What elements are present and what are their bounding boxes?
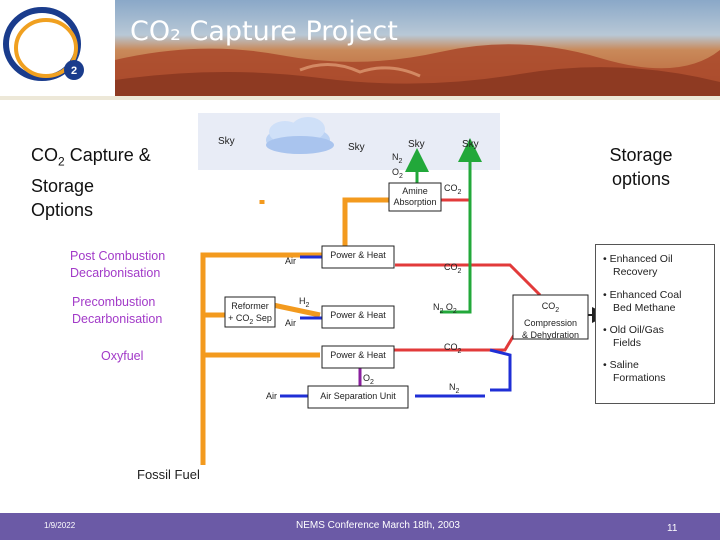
- reformer-box: [224, 296, 276, 328]
- header-title: CO₂ Capture Project: [130, 16, 398, 47]
- svg-text:2: 2: [71, 65, 77, 77]
- air-label: Air: [285, 318, 296, 328]
- n2-label: N2: [449, 382, 460, 395]
- left-title: CO2 Capture & Storage Options: [31, 145, 151, 220]
- power-heat-label: Power & Heat: [330, 310, 386, 320]
- co2-label: CO2: [444, 262, 462, 275]
- sky-label: Sky: [218, 136, 235, 147]
- desert-banner-image: [0, 0, 720, 100]
- reformer-label: Reformer + CO2 Sep: [228, 301, 272, 326]
- air-lines: [280, 255, 485, 398]
- sky-label: Sky: [462, 139, 479, 150]
- footer-date: 1/9/2022: [44, 521, 76, 530]
- sky-panel: [198, 113, 500, 170]
- co2-label: CO2: [444, 183, 462, 196]
- air-label: Air: [266, 391, 277, 401]
- air-separation-unit-box: [307, 385, 409, 409]
- n2-o2-label: N2 O2: [392, 152, 403, 180]
- air-label: Air: [285, 256, 296, 266]
- co2-logo-icon: 2: [3, 7, 84, 81]
- cloud-icon: [266, 117, 334, 154]
- co2-label: CO2: [444, 342, 462, 355]
- sky-label: Sky: [408, 139, 425, 150]
- fossil-fuel-lines: [200, 197, 395, 465]
- oxyfuel-label: Oxyfuel: [101, 349, 144, 363]
- air-separation-unit-label: Air Separation Unit: [320, 391, 396, 401]
- sky-label: Sky: [348, 142, 365, 153]
- compression-label: CO2 Compression & Dehydration: [521, 301, 580, 340]
- power-heat-box-2: [321, 305, 395, 329]
- footer-bar: 1/9/2022 NEMS Conference March 18th, 200…: [0, 513, 720, 540]
- n2-o2-label: N2 O2: [433, 302, 457, 315]
- storage-options-title: Storage options: [609, 145, 673, 189]
- h2-label: H2: [299, 296, 310, 309]
- fossil-fuel-label: Fossil Fuel: [137, 467, 200, 482]
- amine-absorption-box: [388, 182, 442, 212]
- o2-label: O2: [363, 373, 374, 386]
- power-heat-label: Power & Heat: [330, 350, 386, 360]
- power-heat-box-1: [321, 245, 395, 269]
- vent-lines: [405, 138, 482, 314]
- power-heat-box-3: [321, 345, 395, 369]
- footer-page-number: 11: [667, 523, 678, 534]
- header-banner: 2 CO₂ Capture Project: [0, 0, 720, 100]
- compression-box: [512, 294, 589, 340]
- power-heat-label: Power & Heat: [330, 250, 386, 260]
- footer-conference: NEMS Conference March 18th, 2003: [296, 520, 460, 531]
